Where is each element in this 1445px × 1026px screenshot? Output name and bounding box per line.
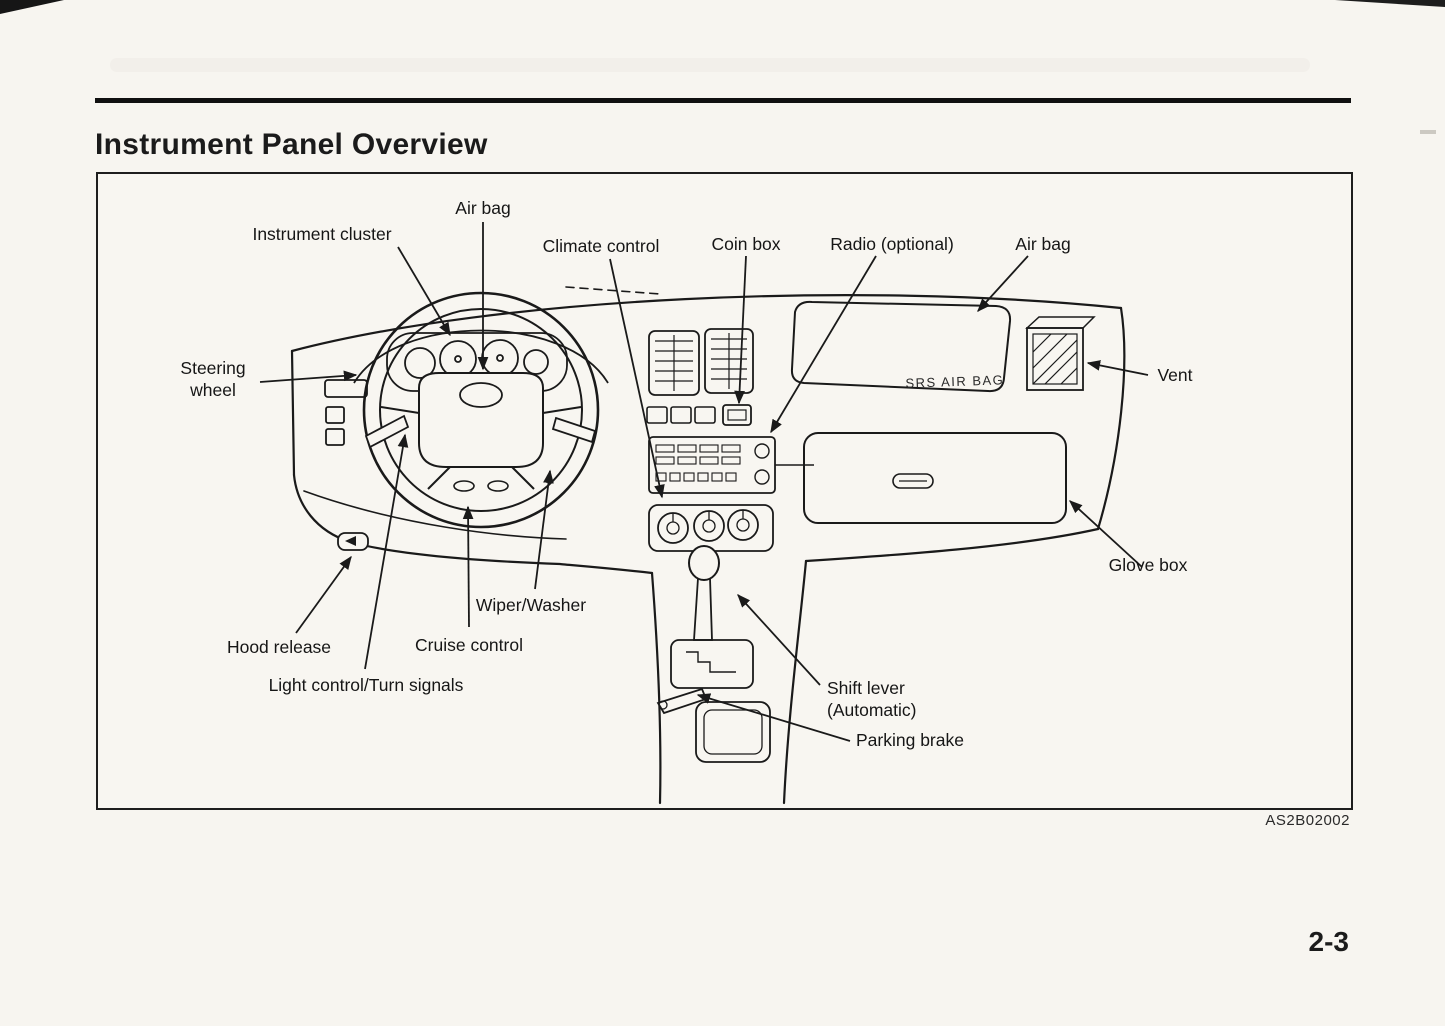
leader-shift-lever <box>737 594 821 686</box>
leader-lines <box>259 222 1149 742</box>
leader-steering-wheel <box>259 370 358 383</box>
srs-airbag-text: SRS AIR BAG <box>905 372 1004 390</box>
center-vents <box>648 328 754 396</box>
scan-artifact-top-left <box>0 0 64 14</box>
switch-row <box>646 406 716 424</box>
glove-box-drawing <box>803 432 1067 524</box>
leader-climate-control <box>609 258 665 499</box>
section-rule <box>95 98 1351 103</box>
label-wiper-washer: Wiper/Washer <box>475 595 587 615</box>
scan-artifact-right <box>1420 130 1436 134</box>
label-shift-lever: Shift lever (Automatic) <box>827 678 917 721</box>
leader-vent <box>1086 360 1149 376</box>
left-switch-panel <box>324 379 368 446</box>
label-glove-box: Glove box <box>1108 555 1188 575</box>
label-coin-box: Coin box <box>711 234 781 254</box>
leader-hood-release <box>295 555 352 634</box>
label-climate-control: Climate control <box>542 236 660 256</box>
leader-air-bag-passenger <box>977 255 1029 312</box>
label-air-bag-driver: Air bag <box>455 198 511 218</box>
leader-glove-box <box>1069 500 1143 568</box>
shift-lever-drawing <box>670 545 754 689</box>
scan-artifact-top-right <box>1335 0 1445 7</box>
climate-control-drawing <box>648 504 774 552</box>
hood-release-lever <box>337 532 369 551</box>
side-vent-drawing <box>1025 316 1096 391</box>
label-light-control: Light control/Turn signals <box>268 675 464 695</box>
leader-parking-brake <box>696 693 851 742</box>
leader-wiper-washer <box>534 469 554 590</box>
dashboard-outline <box>290 286 1126 805</box>
turn-signal-stalk <box>364 414 410 449</box>
page-title: Instrument Panel Overview <box>95 128 488 161</box>
leader-cruise-control <box>462 505 474 628</box>
leader-coin-box <box>734 255 747 405</box>
label-radio-optional: Radio (optional) <box>830 234 954 254</box>
label-steering-wheel: Steering wheel <box>180 358 246 401</box>
passenger-airbag-panel: SRS AIR BAG <box>790 300 1012 393</box>
leader-radio <box>770 255 877 434</box>
label-air-bag-passenger: Air bag <box>1015 234 1071 254</box>
label-cruise-control: Cruise control <box>415 635 523 655</box>
label-hood-release: Hood release <box>226 637 332 657</box>
label-vent: Vent <box>1157 365 1193 385</box>
radio-drawing <box>648 436 814 494</box>
leader-light-control <box>364 433 409 670</box>
wiper-stalk <box>551 416 597 444</box>
coin-box-drawing <box>722 404 752 426</box>
leader-instrument-cluster <box>397 246 451 337</box>
dashboard-line-art: SRS AIR BAG <box>259 222 1149 805</box>
figure-code: AS2B02002 <box>1265 812 1350 829</box>
scan-artifact-band <box>110 58 1310 72</box>
steering-wheel-drawing <box>362 291 600 529</box>
parking-brake-drawing <box>656 687 771 763</box>
page-number: 2-3 <box>1308 926 1349 957</box>
label-parking-brake: Parking brake <box>856 730 964 750</box>
instrument-panel-diagram: SRS AIR BAG <box>96 172 1353 810</box>
label-instrument-cluster: Instrument cluster <box>252 224 392 244</box>
